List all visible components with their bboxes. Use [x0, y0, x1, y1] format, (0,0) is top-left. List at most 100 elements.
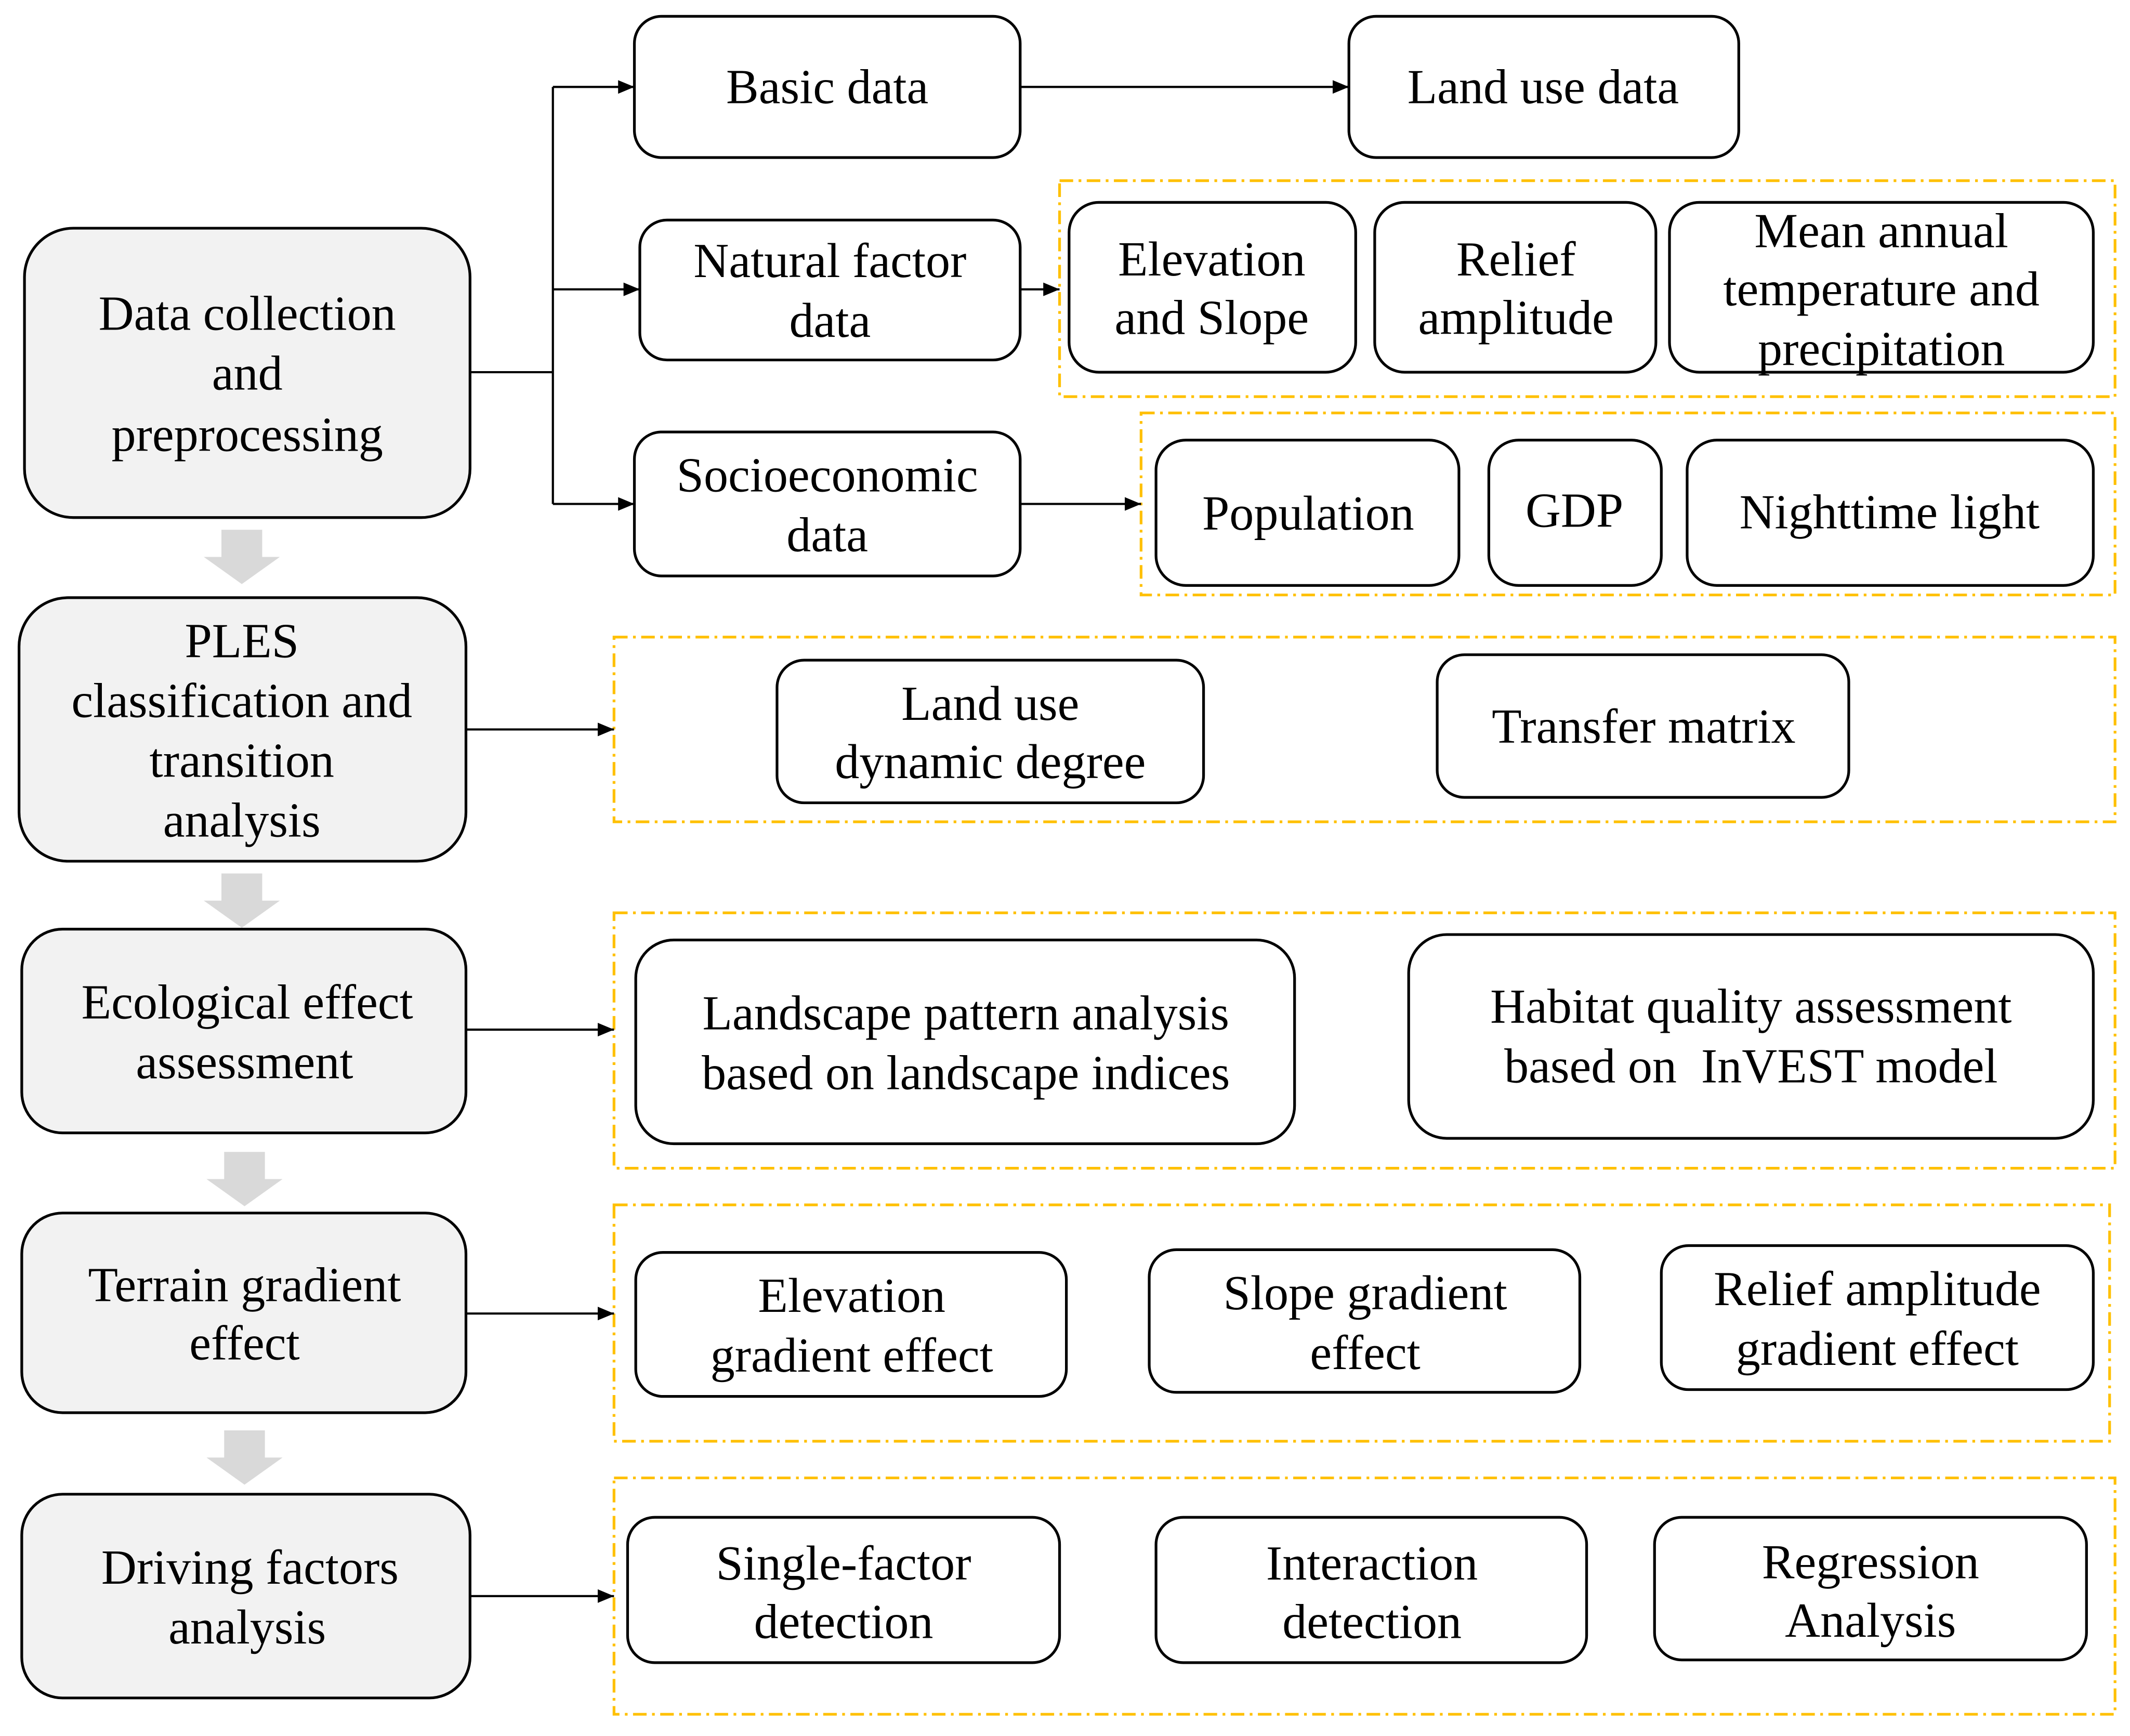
step-box	[18, 596, 468, 863]
node-label: Habitat quality assessment	[1490, 980, 2011, 1034]
node-box	[1347, 15, 1740, 159]
connectors	[466, 80, 1349, 1603]
node-label: Landscape pattern analysis	[702, 987, 1229, 1041]
node-label: Transfer matrix	[1492, 700, 1795, 754]
node-label: data	[786, 508, 868, 562]
node-label: based on landscape indices	[702, 1046, 1230, 1100]
node-label: Mean annual	[1754, 204, 2008, 258]
step-box	[23, 227, 471, 519]
node-box	[1653, 1516, 2088, 1662]
node-label: temperature and	[1723, 262, 2040, 317]
node-box	[1154, 1516, 1588, 1664]
node-socioeconomic-data: Socioeconomic data	[633, 430, 1022, 577]
group-socioeconomic-factors	[1139, 411, 2116, 597]
node-label: Elevation	[1118, 232, 1306, 286]
step-label: Data collection	[99, 287, 396, 341]
node-label: Population	[1202, 486, 1414, 541]
node-label: precipitation	[1758, 322, 2005, 376]
step-ecological-effect: Ecological effect assessment	[20, 927, 468, 1135]
group-ecological-methods	[612, 911, 2116, 1170]
node-label: Elevation	[758, 1269, 945, 1323]
node-label: Relief amplitude	[1714, 1262, 2041, 1316]
group-natural-factors	[1058, 179, 2116, 398]
node-label: amplitude	[1418, 291, 1614, 345]
node-box	[1148, 1248, 1582, 1394]
node-label: Land use	[901, 677, 1079, 731]
step-label: and	[212, 347, 283, 401]
node-box	[1660, 1244, 2095, 1391]
node-box	[626, 1516, 1061, 1664]
node-gdp: GDP	[1487, 439, 1663, 587]
step-label: Terrain gradient	[88, 1258, 401, 1312]
node-box	[1154, 439, 1461, 587]
node-label: Relief	[1456, 232, 1576, 286]
node-elevation-slope: Elevation and Slope	[1068, 201, 1357, 374]
node-box	[633, 15, 1022, 159]
node-climate: Mean annual temperature and precipitatio…	[1668, 201, 2095, 376]
step-label: classification and	[71, 674, 412, 728]
down-arrow-icon	[206, 1430, 283, 1485]
node-label: and Slope	[1114, 291, 1309, 345]
node-transfer-matrix: Transfer matrix	[1436, 653, 1850, 799]
node-slope-gradient: Slope gradient effect	[1148, 1248, 1582, 1394]
node-single-factor-detection: Single-factor detection	[626, 1516, 1061, 1664]
down-arrow-icon	[204, 873, 280, 928]
step-ples-classification: PLES classification and transition analy…	[18, 596, 468, 863]
node-label: dynamic degree	[835, 735, 1146, 789]
node-label: Regression	[1762, 1535, 1979, 1589]
step-box	[20, 1212, 468, 1414]
down-arrow-icon	[206, 1152, 283, 1206]
step-label: effect	[189, 1317, 299, 1371]
node-label: Socioeconomic	[677, 449, 978, 503]
node-population: Population	[1154, 439, 1461, 587]
node-box	[634, 938, 1296, 1146]
node-label: based on InVEST model	[1504, 1040, 1997, 1094]
node-basic-data: Basic data	[633, 15, 1022, 159]
step-label: assessment	[136, 1035, 353, 1089]
node-label: detection	[754, 1595, 933, 1649]
node-label: Natural factor	[693, 234, 966, 288]
step-label: PLES	[185, 614, 299, 668]
node-box	[1436, 653, 1850, 799]
node-land-use-dynamic-degree: Land use dynamic degree	[775, 659, 1205, 805]
node-label: detection	[1282, 1595, 1462, 1649]
node-box	[634, 1251, 1068, 1398]
step-data-collection: Data collection and preprocessing	[23, 227, 471, 519]
step-label: Ecological effect	[82, 976, 413, 1030]
node-relief-gradient: Relief amplitude gradient effect	[1660, 1244, 2095, 1391]
node-box	[1373, 201, 1658, 374]
node-label: Slope gradient	[1224, 1266, 1507, 1320]
node-interaction-detection: Interaction detection	[1154, 1516, 1588, 1664]
node-label: Single-factor	[716, 1536, 971, 1590]
node-nighttime-light: Nighttime light	[1686, 439, 2095, 587]
node-landscape-pattern: Landscape pattern analysis based on land…	[634, 938, 1296, 1146]
node-label: data	[790, 294, 871, 348]
node-natural-factor-data: Natural factor data	[638, 218, 1022, 362]
node-label: effect	[1310, 1326, 1420, 1380]
node-label: gradient effect	[1736, 1322, 2019, 1376]
node-label: Land use data	[1408, 60, 1679, 114]
node-label: Nighttime light	[1740, 485, 2040, 539]
node-box	[1068, 201, 1357, 374]
node-box	[1686, 439, 2095, 587]
down-arrow-icon	[204, 530, 280, 584]
node-label: Interaction	[1266, 1536, 1478, 1590]
node-relief-amplitude: Relief amplitude	[1373, 201, 1658, 374]
node-label: Basic data	[726, 60, 928, 114]
node-box	[638, 218, 1022, 362]
step-flow-arrows	[204, 530, 283, 1485]
step-label: transition	[150, 734, 334, 788]
node-label: Analysis	[1785, 1594, 1956, 1648]
step-box	[20, 927, 468, 1135]
node-land-use-data: Land use data	[1347, 15, 1740, 159]
step-label: analysis	[163, 794, 321, 848]
node-habitat-quality: Habitat quality assessment based on InVE…	[1407, 933, 2095, 1140]
node-regression-analysis: Regression Analysis	[1653, 1516, 2088, 1662]
group-terrain-methods	[612, 1203, 2111, 1443]
step-label: analysis	[168, 1600, 326, 1654]
node-box	[1487, 439, 1663, 587]
step-driving-factors: Driving factors analysis	[20, 1493, 471, 1700]
node-label: GDP	[1526, 484, 1623, 538]
step-label: preprocessing	[111, 407, 383, 462]
